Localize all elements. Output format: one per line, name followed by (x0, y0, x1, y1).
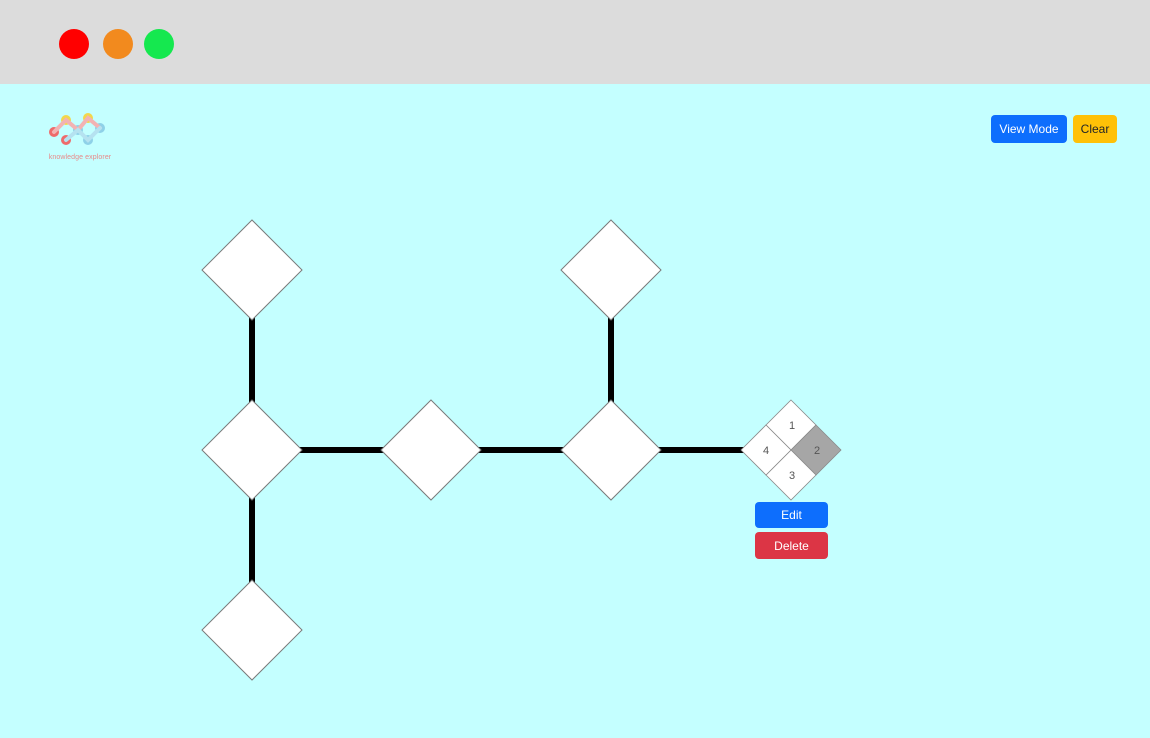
graph-node[interactable] (560, 399, 662, 501)
graph-canvas[interactable]: knowledge explorer View Mode Clear 1 2 3… (0, 84, 1150, 738)
quadrant-3-label: 3 (789, 470, 795, 482)
close-window-button[interactable] (59, 29, 89, 59)
app-logo: knowledge explorer (40, 112, 120, 166)
window-titlebar (0, 0, 1150, 84)
clear-button[interactable]: Clear (1073, 115, 1117, 143)
delete-node-button[interactable]: Delete (755, 532, 828, 559)
quadrant-2-label: 2 (814, 445, 820, 457)
graph-node[interactable] (380, 399, 482, 501)
graph-node[interactable] (201, 579, 303, 681)
logo-icon (49, 113, 105, 145)
knowledge-graph: 1 2 3 4 (201, 219, 842, 681)
graph-node[interactable] (560, 219, 662, 321)
minimize-window-button[interactable] (103, 29, 133, 59)
logo-text: knowledge explorer (48, 154, 112, 161)
quadrant-4[interactable] (740, 424, 792, 476)
selected-node[interactable]: 1 2 3 4 (740, 399, 842, 501)
quadrant-1-label: 1 (789, 420, 795, 432)
quadrant-4-label: 4 (763, 445, 769, 457)
graph-node[interactable] (201, 219, 303, 321)
edit-node-button[interactable]: Edit (755, 502, 828, 528)
view-mode-button[interactable]: View Mode (991, 115, 1067, 143)
graph-node[interactable] (201, 399, 303, 501)
maximize-window-button[interactable] (144, 29, 174, 59)
